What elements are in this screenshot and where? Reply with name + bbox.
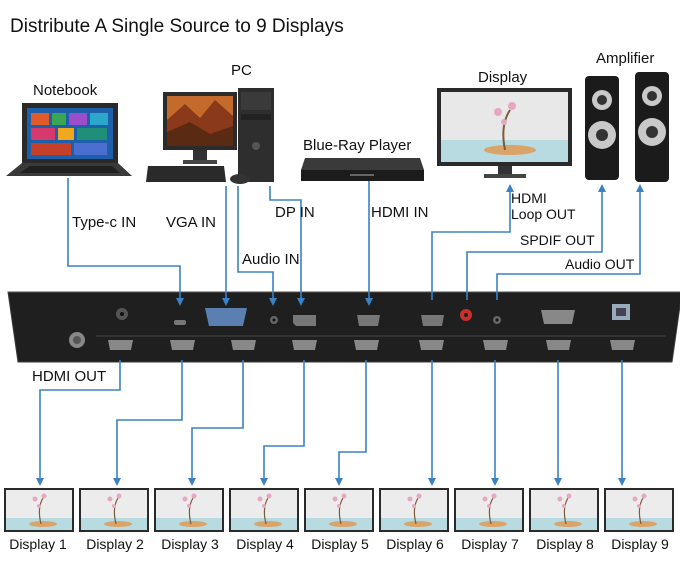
pc-icon [146, 88, 274, 184]
hdmi-in-label: HDMI IN [371, 204, 429, 221]
notebook-label: Notebook [33, 82, 98, 99]
hdmi-out-label: HDMI OUT [32, 368, 107, 385]
audio-in-label: Audio IN [242, 251, 300, 268]
display-3-label: Display 3 [161, 536, 219, 552]
hdmi-loop-out-label-line1: HDMI [511, 190, 547, 206]
notebook-icon [6, 103, 132, 176]
vga-in-label: VGA IN [166, 214, 217, 231]
display-thumbnail-4 [229, 488, 299, 532]
hdmi-loop-out-label-line2: Loop OUT [511, 206, 576, 222]
display-thumbnail-6 [379, 488, 449, 532]
display-6-label: Display 6 [386, 536, 444, 552]
display-thumbnail-9 [604, 488, 674, 532]
display-thumbnail-5 [304, 488, 374, 532]
bluray-label: Blue-Ray Player [303, 137, 412, 154]
audio-out-label: Audio OUT [565, 256, 635, 272]
display-thumbnail-8 [529, 488, 599, 532]
display-1-label: Display 1 [9, 536, 67, 552]
speaker-icon [585, 72, 669, 182]
pc-label: PC [231, 62, 252, 79]
display-2-label: Display 2 [86, 536, 144, 552]
display-thumbnail-7 [454, 488, 524, 532]
display-8-label: Display 8 [536, 536, 594, 552]
display-thumbnail-3 [154, 488, 224, 532]
display-4-label: Display 4 [236, 536, 294, 552]
display-7-label: Display 7 [461, 536, 519, 552]
display-5-label: Display 5 [311, 536, 369, 552]
spdif-out-label: SPDIF OUT [520, 232, 595, 248]
dp-in-label: DP IN [275, 204, 315, 221]
display-thumbnail-1 [4, 488, 74, 532]
typec-in-label: Type-c IN [72, 214, 137, 231]
display-thumbnail-2 [79, 488, 149, 532]
display-icon [437, 88, 572, 178]
amplifier-label: Amplifier [596, 50, 655, 67]
page-title: Distribute A Single Source to 9 Displays [10, 16, 344, 37]
display-thumbnails [4, 488, 674, 532]
bluray-player-icon [301, 158, 424, 181]
display-9-label: Display 9 [611, 536, 669, 552]
rear-panel [7, 291, 680, 363]
display-label: Display [478, 69, 528, 86]
